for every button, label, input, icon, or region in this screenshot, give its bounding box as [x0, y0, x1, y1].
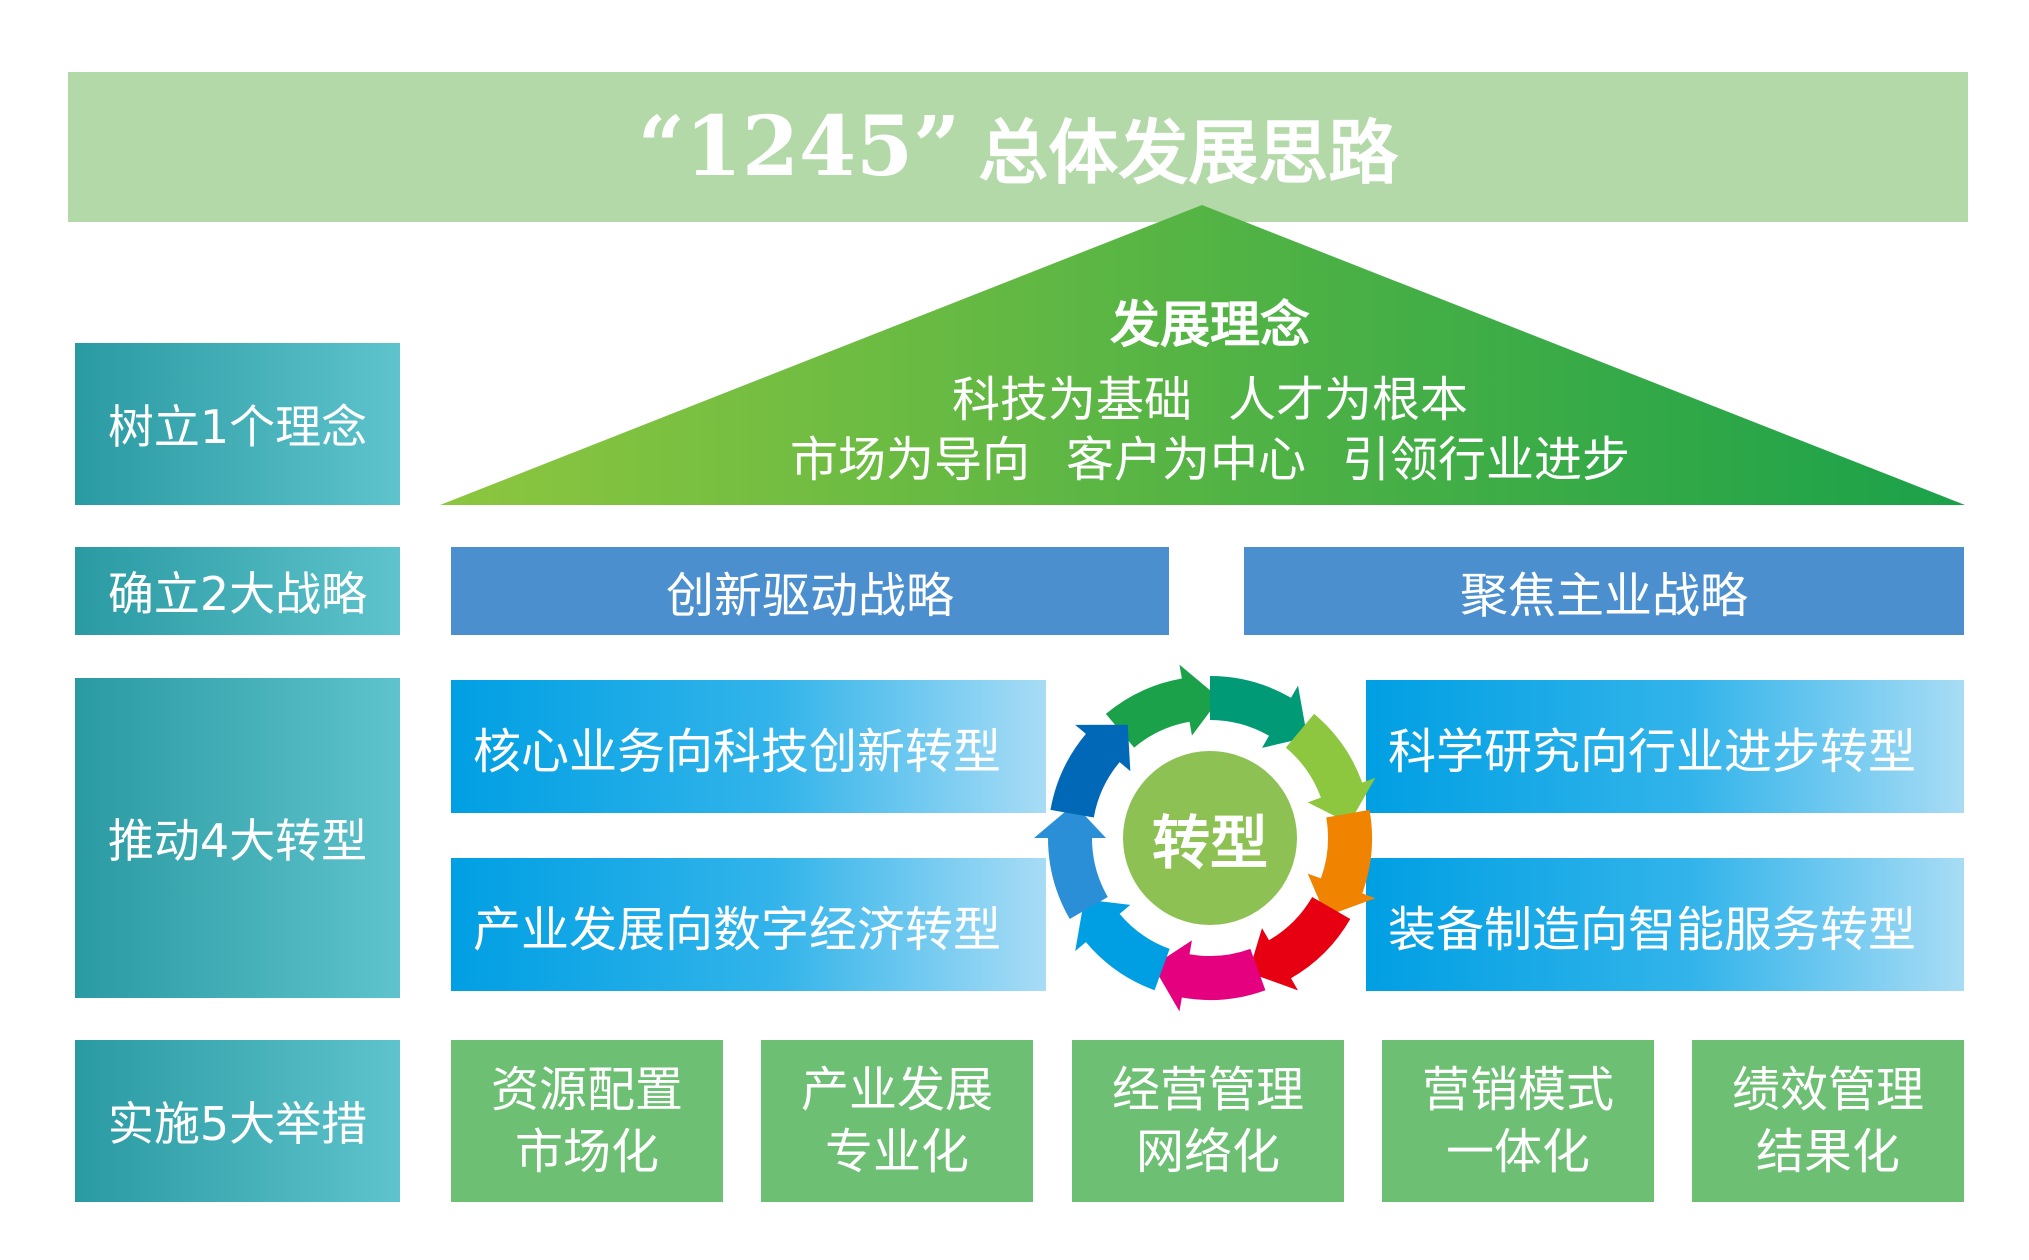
- transform-manufacturing: 装备制造向智能服务转型: [1366, 858, 1964, 991]
- cycle-arrow-segment: [1105, 664, 1220, 748]
- cycle-arrow-segment: [1153, 940, 1266, 1012]
- row-label-transformations: 推动4大转型: [75, 678, 400, 998]
- title-banner: “1245” 总体发展思路: [68, 72, 1968, 222]
- measure-industry: 产业发展 专业化: [761, 1040, 1033, 1202]
- cycle-arrow-segment: [1210, 676, 1308, 748]
- concept-item: 客户为中心: [1065, 432, 1306, 488]
- cycle-arrow-segment: [1075, 899, 1170, 991]
- transformation-cycle-icon: [1034, 664, 1376, 1012]
- cycle-arrow-segment: [1285, 713, 1376, 824]
- strategy-innovation: 创新驱动战略: [451, 547, 1169, 635]
- concept-item: 人才为根本: [1228, 372, 1469, 428]
- measure-line: 产业发展: [800, 1062, 993, 1118]
- concept-line-1: 科技为基础人才为根本: [800, 360, 1620, 430]
- measure-line: 营销模式: [1421, 1062, 1614, 1118]
- measure-resource: 资源配置 市场化: [451, 1040, 723, 1202]
- transform-core-business: 核心业务向科技创新转型: [451, 680, 1046, 813]
- cycle-arrow-segment: [1050, 724, 1131, 818]
- measure-line: 专业化: [824, 1124, 969, 1180]
- measure-line: 网络化: [1135, 1124, 1280, 1180]
- measure-operation: 经营管理 网络化: [1072, 1040, 1344, 1202]
- strategy-focus: 聚焦主业战略: [1244, 547, 1964, 635]
- measure-marketing: 营销模式 一体化: [1382, 1040, 1654, 1202]
- concept-item: 引领行业进步: [1342, 432, 1631, 488]
- measure-line: 市场化: [514, 1124, 659, 1180]
- cycle-arrow-segment: [1034, 804, 1108, 919]
- measure-line: 绩效管理: [1731, 1062, 1924, 1118]
- title-number: “1245”: [637, 99, 961, 195]
- row-label-concept: 树立1个理念: [75, 343, 400, 505]
- transform-industry-digital: 产业发展向数字经济转型: [451, 858, 1046, 991]
- concept-triangle: [440, 205, 1965, 505]
- title-text: 总体发展思路: [978, 111, 1399, 194]
- measure-line: 一体化: [1445, 1124, 1590, 1180]
- concept-item: 市场为导向: [789, 432, 1030, 488]
- concept-line-2: 市场为导向客户为中心引领行业进步: [700, 420, 1720, 490]
- cycle-arrow-segment: [1248, 897, 1351, 991]
- measure-line: 结果化: [1755, 1124, 1900, 1180]
- measure-performance: 绩效管理 结果化: [1692, 1040, 1964, 1202]
- concept-title: 发展理念: [1110, 296, 1310, 354]
- row-label-strategies: 确立2大战略: [75, 547, 400, 635]
- row-label-measures: 实施5大举措: [75, 1040, 400, 1202]
- cycle-center-label: 转型: [1123, 751, 1297, 925]
- measure-line: 资源配置: [490, 1062, 683, 1118]
- measure-line: 经营管理: [1111, 1062, 1304, 1118]
- transform-research: 科学研究向行业进步转型: [1366, 680, 1964, 813]
- cycle-arrow-segment: [1307, 809, 1376, 917]
- concept-item: 科技为基础: [951, 372, 1192, 428]
